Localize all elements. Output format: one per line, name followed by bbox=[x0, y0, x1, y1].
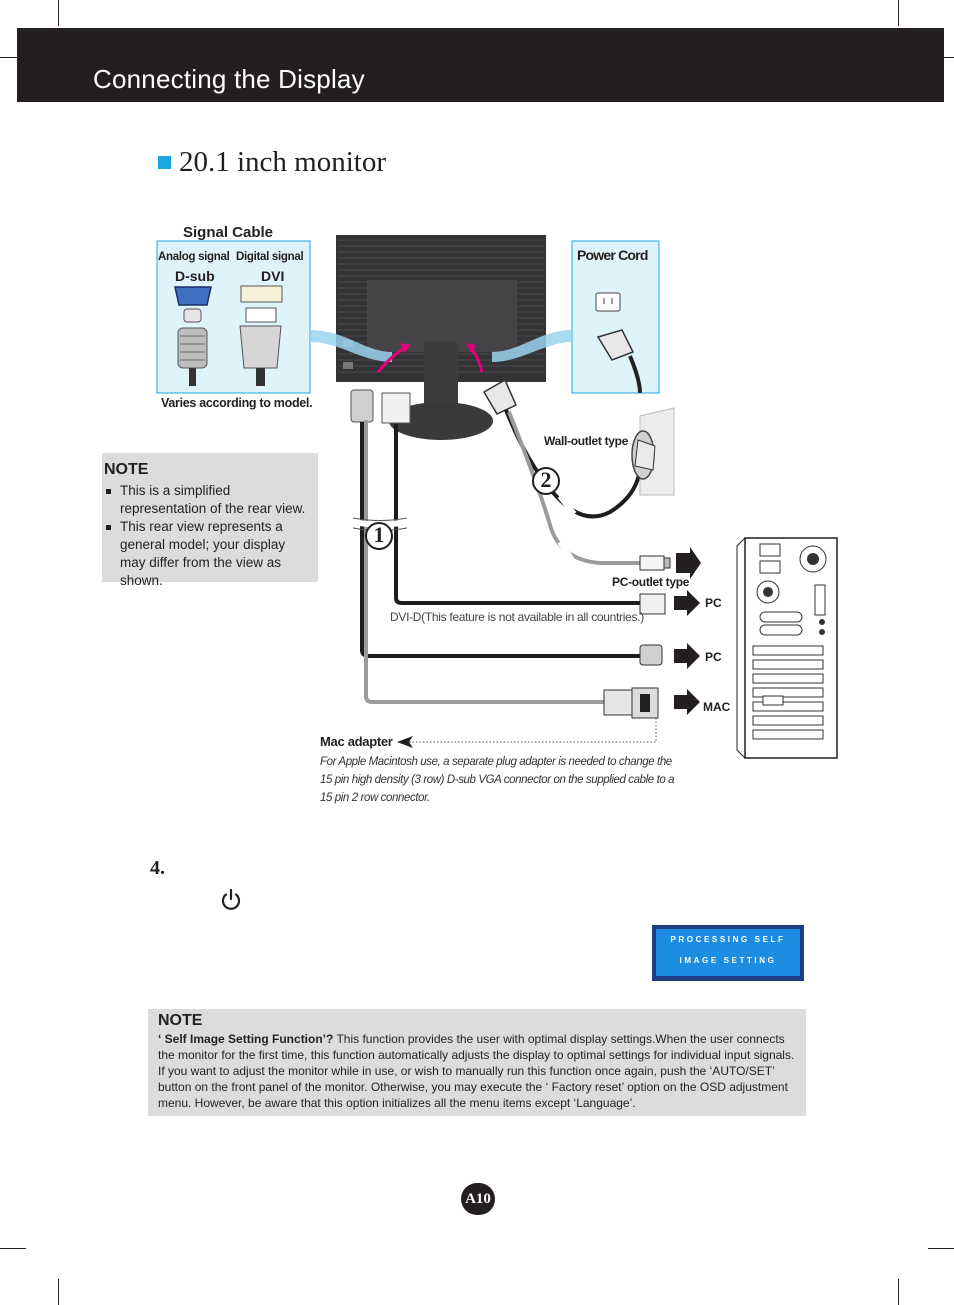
analog-signal-label: Analog signal bbox=[158, 251, 230, 263]
dvi-d-note: DVI-D(This feature is not available in a… bbox=[390, 610, 644, 624]
section-title-text: 20.1 inch monitor bbox=[179, 146, 387, 178]
crop-mark bbox=[58, 1279, 59, 1305]
badge-number-1: 1 bbox=[373, 522, 385, 547]
crop-mark bbox=[0, 57, 26, 58]
pc-outlet-label: PC-outlet type bbox=[612, 575, 690, 589]
signal-cable-title: Signal Cable bbox=[183, 224, 274, 241]
note-item: This rear view represents a general mode… bbox=[102, 518, 314, 590]
note-body: This function provides the user with opt… bbox=[158, 1032, 795, 1110]
varies-note: Varies according to model. bbox=[161, 396, 313, 410]
self-image-setting-note: NOTE ‘ Self Image Setting Function’? Thi… bbox=[148, 1009, 806, 1116]
power-cord-panel bbox=[571, 240, 660, 394]
crop-mark bbox=[898, 1279, 899, 1305]
rear-view-note: NOTE This is a simplified representation… bbox=[102, 453, 318, 588]
header-bar: Connecting the Display bbox=[17, 28, 944, 102]
dsub-label: D-sub bbox=[175, 268, 215, 284]
power-plug-icon bbox=[596, 329, 642, 394]
pc-label-2: PC bbox=[705, 650, 722, 664]
signal-cable-panel bbox=[156, 240, 311, 394]
pc-tower-icon bbox=[736, 537, 838, 759]
digital-signal-label: Digital signal bbox=[236, 251, 304, 263]
wall-outlet-label: Wall-outlet type bbox=[544, 434, 629, 448]
dvi-label: DVI bbox=[261, 268, 285, 284]
note-heading: NOTE bbox=[158, 1012, 203, 1029]
crop-mark bbox=[898, 0, 899, 26]
page-number: A10 bbox=[461, 1183, 495, 1215]
pc-label-1: PC bbox=[705, 596, 722, 610]
dvi-connector-icon bbox=[239, 285, 283, 386]
connection-diagram bbox=[156, 235, 838, 759]
crop-mark bbox=[928, 1248, 954, 1249]
dsub-connector-icon bbox=[174, 286, 212, 386]
osd-line-1: PROCESSING SELF bbox=[670, 935, 786, 944]
crop-mark bbox=[0, 1248, 26, 1249]
note-heading: NOTE bbox=[104, 461, 149, 478]
wall-outlet-icon bbox=[631, 407, 675, 496]
power-socket-icon bbox=[595, 292, 621, 312]
section-title: 20.1 inch monitor bbox=[158, 146, 386, 179]
page-title: Connecting the Display bbox=[93, 64, 365, 94]
power-cord-title: Power Cord bbox=[577, 247, 648, 263]
power-icon bbox=[221, 888, 241, 910]
osd-message: PROCESSING SELF IMAGE SETTING bbox=[656, 929, 800, 976]
note-list: This is a simplified representation of t… bbox=[102, 482, 314, 590]
osd-message-box: PROCESSING SELF IMAGE SETTING bbox=[652, 925, 804, 981]
note-question: ‘ Self Image Setting Function’? bbox=[158, 1032, 334, 1046]
mac-adapter-title: Mac adapter bbox=[320, 734, 393, 749]
mac-adapter-text: For Apple Macintosh use, a separate plug… bbox=[320, 756, 675, 804]
osd-line-2: IMAGE SETTING bbox=[679, 956, 777, 965]
note-paragraph: ‘ Self Image Setting Function’? This fun… bbox=[158, 1031, 803, 1111]
crop-mark bbox=[58, 0, 59, 26]
mac-label: MAC bbox=[703, 700, 731, 714]
square-bullet-icon bbox=[158, 156, 171, 169]
badge-number-2: 2 bbox=[540, 467, 552, 492]
note-item: This is a simplified representation of t… bbox=[102, 482, 314, 518]
pc-outlet-plug-icon bbox=[639, 555, 671, 571]
step-number: 4. bbox=[150, 857, 165, 879]
